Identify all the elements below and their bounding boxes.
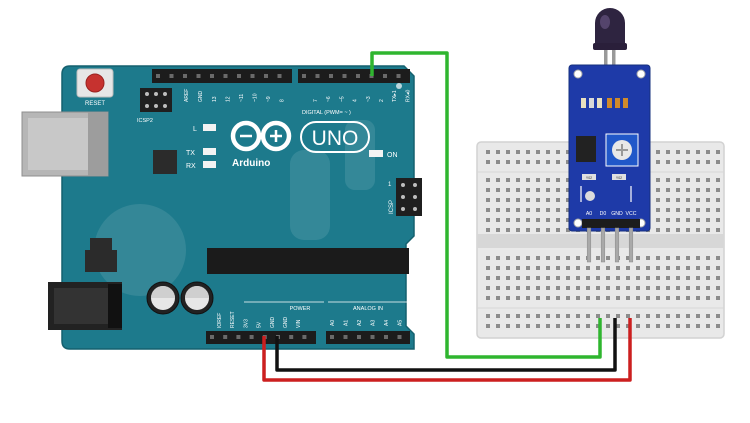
digital-pin-label: ~10 (253, 93, 259, 102)
analog-pin-label: A3 (371, 320, 377, 326)
digital-pin-label: 4 (353, 99, 359, 102)
arduino-logo-text: Arduino (232, 158, 270, 169)
analog-pin-label: A0 (330, 320, 336, 326)
sensor-pin-label: A0 (586, 211, 592, 217)
wires (262, 51, 632, 382)
reset-label: RESET (85, 101, 105, 107)
sensor-led (585, 191, 595, 201)
digital-pin-labels: 13 12 ~11 ~10 ~9 8 7 ~6 ~5 4 ~3 2 TX▸1 RX◂0 (212, 90, 411, 102)
sensor-header-pin (614, 227, 620, 263)
analog-label: ANALOG IN (353, 306, 383, 312)
voltage-regulator (85, 238, 117, 272)
digital-header-left (152, 69, 292, 83)
power-pin-label: 5V (257, 321, 263, 328)
analog-pin-label: A2 (357, 320, 363, 326)
uno-text: UNO (312, 127, 359, 150)
sensor-pin-label: VCC (626, 211, 637, 217)
digital-pin-label: 13 (212, 96, 218, 102)
sensor-header (582, 219, 640, 228)
analog-pin-labels: A0 A1 A2 A3 A4 A5 (330, 320, 404, 326)
digital-label: DIGITAL (PWM= ~ ) (302, 110, 351, 116)
power-label: POWER (290, 306, 311, 312)
sensor-pin-label: D0 (600, 211, 607, 217)
digital-pin-label: ~9 (266, 96, 272, 102)
capacitor-left (146, 281, 180, 315)
digital-pin-label: ~6 (326, 96, 332, 102)
digital-pin-label: 8 (280, 99, 286, 102)
icsp-header (396, 178, 422, 216)
uno-badge: UNO (300, 121, 370, 153)
l-led-label: L (193, 126, 197, 133)
digital-pin-label: 2 (379, 99, 385, 102)
sensor-pin-label: GND (611, 211, 623, 217)
analog-header (326, 331, 410, 344)
sensor-header-pin (600, 227, 606, 263)
arduino-logo (230, 120, 292, 152)
tx-led-label: TX (186, 150, 195, 157)
analog-pin-label: A5 (398, 320, 404, 326)
analog-pin-label: A4 (384, 320, 390, 326)
digital-pin-label: ~5 (339, 96, 345, 102)
power-pin-label: VIN (296, 319, 302, 328)
rx-led (203, 161, 216, 168)
smd-components (581, 98, 628, 108)
power-header (206, 331, 316, 344)
sensor-header-pins (586, 227, 634, 263)
power-pin-labels: IOREF RESET 3V3 5V GND GND VIN (217, 311, 302, 328)
capacitor-right (180, 281, 214, 315)
usb-chip (153, 150, 177, 174)
tx-led (203, 148, 216, 155)
power-pin-label: GND (270, 317, 276, 329)
sensor-header-pin (586, 227, 592, 263)
wire-d2-to-d0 (370, 51, 602, 359)
wire-gnd-to-gnd (275, 318, 617, 372)
power-pin-label: 3V3 (243, 319, 249, 328)
comparator-chip (576, 136, 596, 162)
digital-pin-label: 7 (313, 99, 319, 102)
digital-pin-label: 12 (226, 96, 232, 102)
digital-pin-label: TX▸1 (392, 90, 398, 102)
icsp-label: ICSP (389, 200, 395, 214)
power-jack (48, 282, 122, 330)
wire-5v-to-vcc (262, 318, 632, 382)
icsp2-header (140, 88, 172, 112)
gnd-label: GND (198, 91, 204, 103)
digital-pin-label: RX◂0 (405, 90, 411, 102)
digital-pin-label: ~11 (239, 94, 245, 102)
microcontroller-chip (207, 248, 409, 274)
potentiometer[interactable] (605, 133, 639, 167)
ir-led-icon (593, 8, 627, 76)
digital-pin-label: ~3 (366, 96, 372, 102)
power-pin-label: GND (283, 317, 289, 329)
on-led-label: ON (387, 152, 398, 159)
icsp-pin1-label: 1 (388, 182, 392, 188)
l-led (203, 124, 216, 131)
icsp2-label: ICSP2 (137, 118, 153, 124)
power-pin-label: RESET (230, 311, 236, 328)
rx-led-label: RX (186, 163, 196, 170)
power-pin-label: IOREF (217, 313, 223, 328)
sensor-small-label-2: Y02 (616, 176, 622, 180)
on-led (369, 150, 383, 157)
sensor-header-pin (628, 227, 634, 263)
aref-label: AREF (184, 89, 190, 102)
analog-pin-label: A1 (344, 320, 350, 326)
usb-connector (21, 111, 109, 177)
reset-button[interactable] (76, 68, 114, 98)
sensor-small-label-1: Y02 (586, 176, 592, 180)
digital-header-right (298, 69, 410, 83)
